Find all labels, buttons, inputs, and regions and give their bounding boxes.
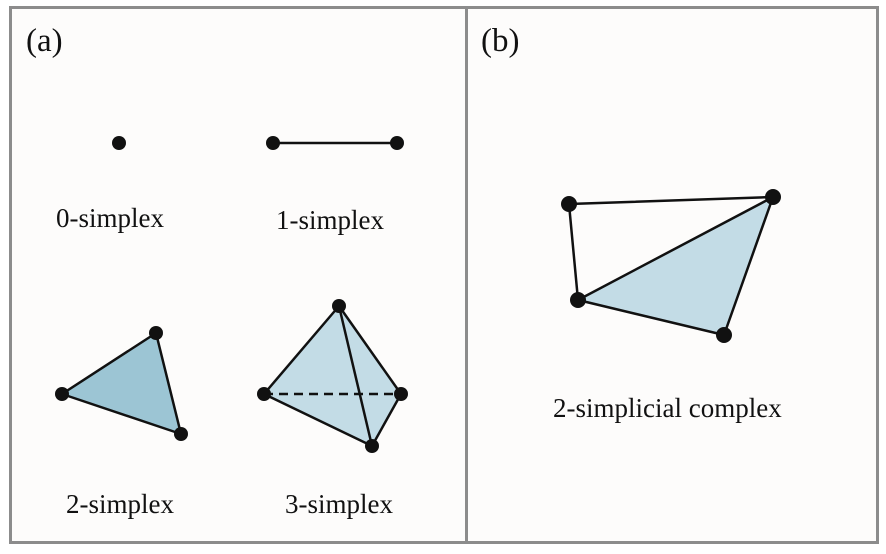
- vertex: [365, 439, 379, 453]
- simplicial-complex: [561, 189, 781, 343]
- two-simplex: [55, 326, 188, 441]
- filled-triangle: [576, 195, 775, 337]
- three-simplex: [257, 299, 408, 453]
- vertex: [561, 196, 577, 212]
- vertex: [257, 387, 271, 401]
- vertex: [716, 327, 732, 343]
- triangle-face: [60, 331, 183, 436]
- one-simplex: [266, 136, 404, 150]
- two-simplex-caption: 2-simplex: [66, 489, 174, 519]
- vertex: [112, 136, 126, 150]
- vertex: [394, 387, 408, 401]
- vertex: [332, 299, 346, 313]
- vertex: [570, 292, 586, 308]
- one-simplex-caption: 1-simplex: [276, 205, 384, 235]
- vertex: [55, 387, 69, 401]
- panel-a-label: (a): [26, 23, 63, 59]
- vertex: [174, 427, 188, 441]
- tetrahedron-face: [264, 306, 401, 446]
- vertex: [765, 189, 781, 205]
- front-edge: [337, 305, 374, 447]
- vertex: [266, 136, 280, 150]
- vertex: [390, 136, 404, 150]
- panel-b-label: (b): [481, 23, 520, 59]
- zero-simplex: [112, 136, 126, 150]
- zero-simplex-caption: 0-simplex: [56, 203, 164, 233]
- vertex: [149, 326, 163, 340]
- complex-caption: 2-simplicial complex: [553, 393, 782, 423]
- panel-a-frame: [9, 6, 468, 544]
- three-simplex-caption: 3-simplex: [285, 489, 393, 519]
